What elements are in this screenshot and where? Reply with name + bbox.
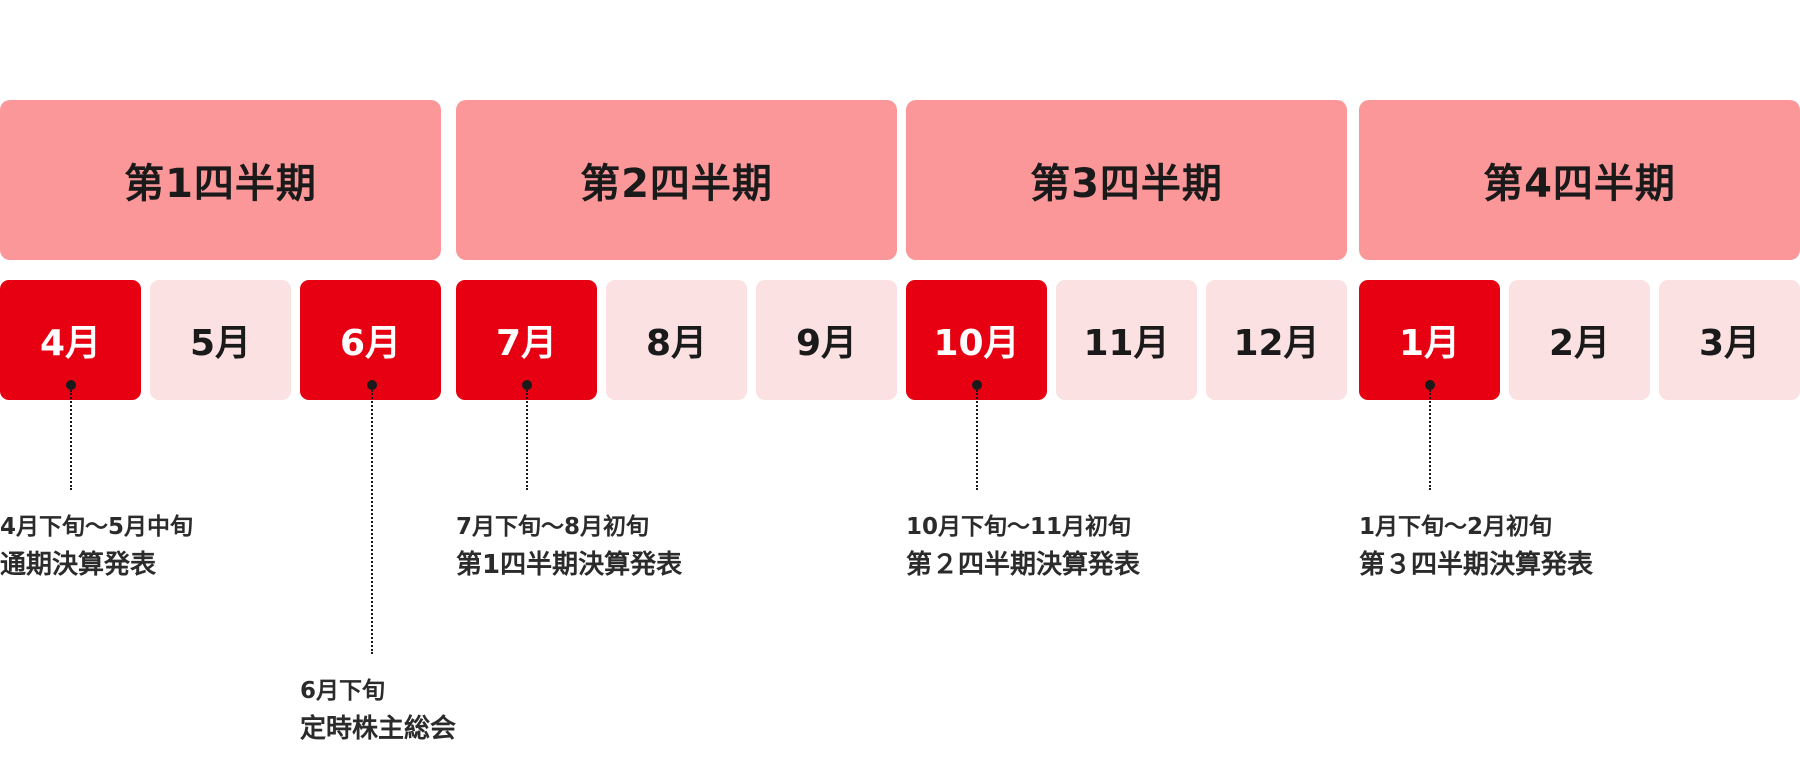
connector-line-jul bbox=[526, 390, 528, 490]
month-cell-aug: 8月 bbox=[606, 280, 747, 400]
connector-dot-jul bbox=[522, 380, 532, 390]
event-title: 第２四半期決算発表 bbox=[906, 550, 1141, 580]
quarter-block-4: 第4四半期 bbox=[1359, 100, 1800, 260]
event-annual-results: 4月下旬〜5月中旬 通期決算発表 bbox=[0, 512, 193, 582]
connector-line-apr bbox=[70, 390, 72, 490]
event-timing: 7月下旬〜8月初旬 bbox=[456, 514, 650, 540]
month-cell-feb: 2月 bbox=[1509, 280, 1650, 400]
event-q2-results: 10月下旬〜11月初旬 第２四半期決算発表 bbox=[906, 512, 1140, 582]
event-title: 第３四半期決算発表 bbox=[1359, 550, 1594, 580]
event-timing: 4月下旬〜5月中旬 bbox=[0, 514, 194, 540]
event-shareholders-meeting: 6月下旬 定時株主総会 bbox=[300, 676, 456, 746]
connector-dot-jan bbox=[1425, 380, 1435, 390]
month-cell-jan: 1月 bbox=[1359, 280, 1500, 400]
quarter-block-3: 第3四半期 bbox=[906, 100, 1347, 260]
event-timing: 6月下旬 bbox=[300, 678, 386, 704]
connector-dot-jun bbox=[367, 380, 377, 390]
quarter-block-1: 第1四半期 bbox=[0, 100, 441, 260]
month-cell-sep: 9月 bbox=[756, 280, 897, 400]
connector-dot-apr bbox=[66, 380, 76, 390]
connector-line-jun bbox=[371, 390, 373, 654]
month-cell-nov: 11月 bbox=[1056, 280, 1197, 400]
event-timing: 1月下旬〜2月初旬 bbox=[1359, 514, 1553, 540]
connector-line-oct bbox=[976, 390, 978, 490]
month-cell-dec: 12月 bbox=[1206, 280, 1347, 400]
event-timing: 10月下旬〜11月初旬 bbox=[906, 514, 1132, 540]
event-title: 第1四半期決算発表 bbox=[456, 550, 683, 580]
event-title: 通期決算発表 bbox=[0, 550, 157, 580]
month-cell-may: 5月 bbox=[150, 280, 291, 400]
event-q1-results: 7月下旬〜8月初旬 第1四半期決算発表 bbox=[456, 512, 682, 582]
quarter-block-2: 第2四半期 bbox=[456, 100, 897, 260]
month-cell-oct: 10月 bbox=[906, 280, 1047, 400]
connector-dot-oct bbox=[972, 380, 982, 390]
event-q3-results: 1月下旬〜2月初旬 第３四半期決算発表 bbox=[1359, 512, 1593, 582]
event-title: 定時株主総会 bbox=[300, 714, 457, 744]
month-cell-mar: 3月 bbox=[1659, 280, 1800, 400]
connector-line-jan bbox=[1429, 390, 1431, 490]
